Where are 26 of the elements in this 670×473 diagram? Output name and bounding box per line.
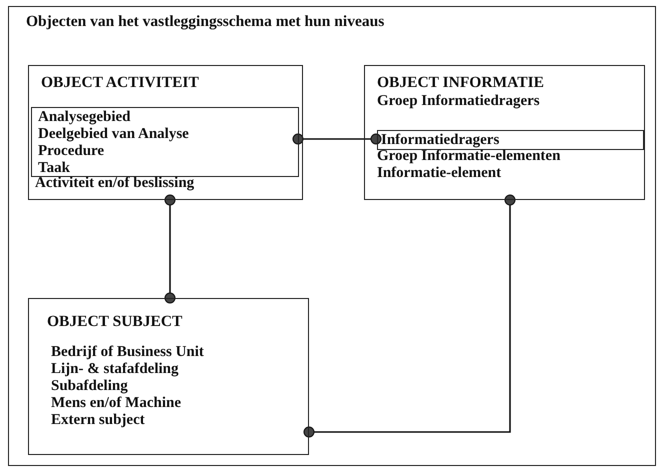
level-item: Subafdeling bbox=[51, 378, 128, 395]
level-item: Taak bbox=[38, 160, 70, 177]
level-group-box bbox=[31, 107, 299, 177]
connector-line bbox=[304, 194, 516, 438]
level-item: Mens en/of Machine bbox=[51, 395, 181, 412]
level-item: Groep Informatie-elementen bbox=[377, 148, 560, 165]
highlight-box bbox=[377, 130, 644, 150]
connector-line bbox=[164, 194, 176, 304]
level-item: Procedure bbox=[38, 143, 104, 160]
level-item: Deelgebied van Analyse bbox=[38, 126, 189, 143]
level-item: Groep Informatiedragers bbox=[377, 93, 540, 110]
level-item: Extern subject bbox=[51, 412, 145, 429]
level-item: Bedrijf of Business Unit bbox=[51, 344, 204, 361]
level-item: Activiteit en/of beslissing bbox=[35, 175, 194, 192]
level-item: Informatiedragers bbox=[381, 132, 500, 149]
object-box bbox=[28, 65, 303, 200]
diagram-title: Objecten van het vastleggingsschema met hun niveaus bbox=[26, 13, 384, 31]
object-box bbox=[28, 298, 309, 455]
level-item: Analysegebied bbox=[38, 109, 131, 126]
connector-line bbox=[292, 134, 382, 144]
object-heading: OBJECT SUBJECT bbox=[47, 313, 182, 330]
level-item: Lijn- & stafafdeling bbox=[51, 361, 178, 378]
level-item: Informatie-element bbox=[377, 165, 502, 182]
object-box bbox=[364, 65, 645, 200]
object-heading: OBJECT INFORMATIE bbox=[377, 74, 544, 91]
object-heading: OBJECT ACTIVITEIT bbox=[41, 74, 199, 91]
